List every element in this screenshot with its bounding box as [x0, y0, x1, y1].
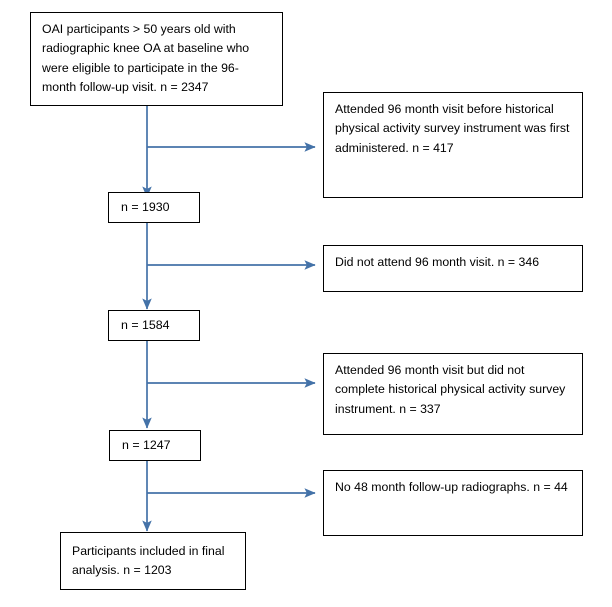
- node-stage3: n = 1247: [109, 430, 201, 461]
- node-exclusion-1: Attended 96 month visit before historica…: [323, 92, 583, 198]
- node-exclusion-4: No 48 month follow-up radiographs. n = 4…: [323, 470, 583, 536]
- node-start: OAI participants > 50 years old with rad…: [30, 12, 283, 106]
- node-exclusion-3: Attended 96 month visit but did not comp…: [323, 353, 583, 435]
- node-final: Participants included in final analysis.…: [60, 532, 246, 590]
- node-exclusion-2: Did not attend 96 month visit. n = 346: [323, 245, 583, 292]
- node-stage1: n = 1930: [108, 192, 200, 223]
- node-stage2: n = 1584: [108, 310, 200, 341]
